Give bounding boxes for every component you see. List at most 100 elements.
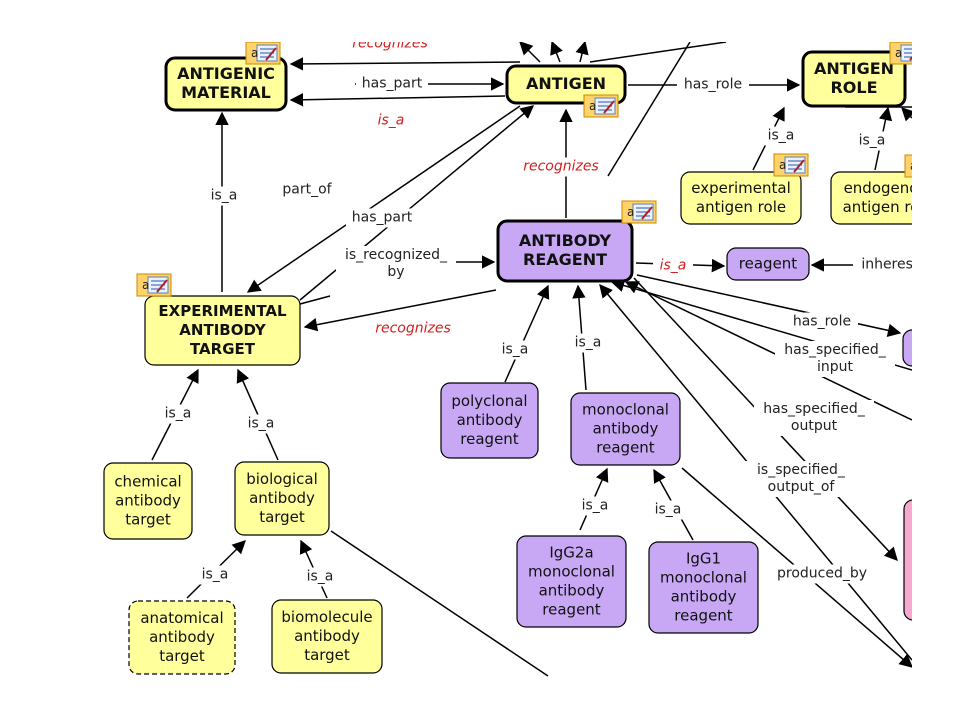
connector-line — [289, 57, 521, 71]
note-icon[interactable]: a — [773, 153, 809, 177]
edge-label-text: inheres_in — [861, 257, 932, 273]
edge-label-is-a-biomol: is_a — [300, 567, 340, 587]
connector-line — [624, 281, 912, 421]
note-icon[interactable]: a — [904, 154, 939, 178]
concept-node-reagent[interactable]: reagent — [726, 247, 810, 281]
concept-node-label: monoclonal — [528, 563, 615, 581]
edge-label-is-a-poly: is_a — [495, 340, 535, 360]
concept-node-label: polyclonal — [451, 392, 527, 410]
concept-node-label: reagent — [596, 439, 655, 457]
connector-line — [299, 295, 331, 305]
connector-line — [589, 42, 727, 63]
connector-line — [575, 42, 589, 63]
edge-label-text: output_of — [768, 479, 836, 495]
note-icon-glyph: a — [142, 278, 149, 292]
edge-label-text: is_a — [307, 569, 334, 585]
connector-line — [901, 107, 912, 122]
connector-line — [289, 93, 506, 107]
edge-label-is-a-reagent: is_a — [653, 256, 693, 276]
edge-label-part-of: part_of — [275, 180, 339, 200]
connector-line — [246, 105, 521, 293]
edge-label-has-role-ar: has_role — [786, 312, 858, 332]
note-icon-glyph: a — [251, 46, 258, 60]
edge-label-text: by — [387, 264, 404, 280]
concept-node-label: antigen ro — [843, 198, 920, 216]
concept-node-label: monoclonal — [582, 401, 669, 419]
edge-label-has-specified-output: has_specified_output — [754, 400, 874, 436]
concept-node-label: reagent — [739, 255, 798, 273]
edge-label-recognizes-eat: recognizes — [369, 319, 457, 339]
edge-label-text: input — [817, 359, 854, 375]
concept-node-label: endogeno — [844, 179, 919, 197]
edge-label-text: produced_by — [777, 566, 867, 582]
note-icon-glyph: a — [589, 99, 596, 113]
concept-node-label: reagent — [542, 601, 601, 619]
note-icon-glyph: a — [910, 159, 917, 173]
concept-node-label: antibody — [457, 411, 523, 429]
edge-label-text: has_specified_ — [763, 401, 865, 417]
concept-node-label: target — [125, 511, 171, 529]
concept-node-label: experimental — [691, 179, 791, 197]
notes-layer: a a a a a a a — [136, 42, 939, 297]
edge-label-text: is_a — [502, 342, 529, 358]
edge-label-text: recognizes — [523, 159, 599, 175]
concept-node-label: antibody — [149, 628, 215, 646]
edge-label-text: is_recognized_ — [345, 247, 448, 263]
note-icon[interactable]: a — [889, 42, 924, 65]
edge-label-text: is_a — [378, 113, 405, 129]
concept-node-label: reagent — [674, 607, 733, 625]
concept-node-antigen[interactable]: ANTIGEN — [505, 64, 627, 105]
note-icon[interactable]: a — [621, 200, 657, 224]
concept-node-right-purple[interactable] — [902, 329, 943, 367]
note-icon-glyph: a — [895, 46, 902, 60]
note-icon-glyph: a — [627, 205, 634, 219]
edge-label-has-specified-input: has_specified_input — [775, 341, 895, 377]
concept-node-label: IgG1 — [686, 550, 721, 568]
edge-label-text: has_role — [793, 314, 851, 330]
edge-label-text: is_a — [165, 406, 192, 422]
concept-node-label: target — [259, 508, 305, 526]
edge-label-is-a-chem: is_a — [158, 404, 198, 424]
concept-node-label: antibody — [671, 588, 737, 606]
concept-node-label: ANTIGEN — [526, 74, 606, 93]
concept-node-label: antigen role — [696, 198, 786, 216]
concept-node-label: target — [159, 647, 205, 665]
edge-label-has-part-top: has_part — [356, 74, 428, 94]
edge-label-text: has_specified_ — [784, 342, 886, 358]
edge-label-recognizes-mid: recognizes — [517, 157, 605, 177]
edge-label-text: is_a — [202, 567, 229, 583]
note-icon[interactable]: a — [583, 94, 619, 118]
edge-label-text: is_a — [859, 133, 886, 149]
concept-node-label: biological — [246, 470, 318, 488]
concept-node-label: ANTIGEN — [814, 59, 894, 78]
concept-node-label: IgG2a — [549, 544, 593, 562]
concept-node-label: REAGENT — [523, 250, 607, 269]
edge-label-is-a-anat: is_a — [195, 565, 235, 585]
edge-label-text: has_part — [362, 76, 423, 92]
edge-label-text: is_specified_ — [757, 462, 846, 478]
edge-label-is-a-am: is_a — [371, 111, 411, 131]
concept-node-right-pink[interactable] — [903, 499, 944, 621]
note-icon[interactable]: a — [245, 42, 281, 65]
note-icon[interactable]: a — [136, 273, 172, 297]
edge-label-text: part_of — [282, 182, 332, 198]
edge-label-text: has_part — [352, 210, 413, 226]
connector-line — [504, 284, 550, 383]
connector-line — [550, 42, 563, 63]
edge-label-text: is_a — [660, 258, 687, 274]
